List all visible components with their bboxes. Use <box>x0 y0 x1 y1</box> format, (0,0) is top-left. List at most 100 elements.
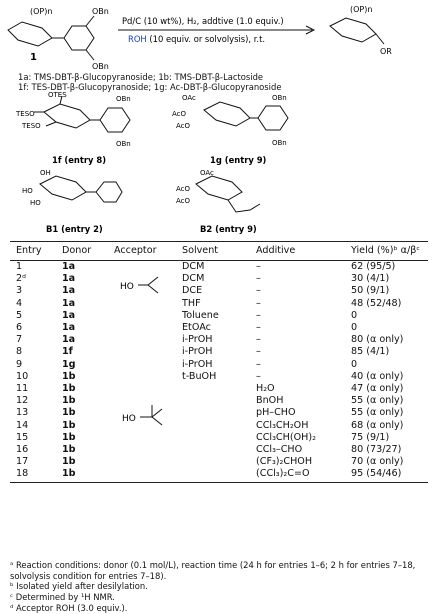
product-or-label: OR <box>380 47 392 56</box>
structure-1g-obn-label-2: OBn <box>272 139 287 147</box>
header-donor: Donor <box>62 241 114 261</box>
cell-donor: 1a <box>62 285 76 297</box>
structure-1g-aco-label: AcO <box>172 110 187 118</box>
cell-additive: CCl₃–CHO <box>256 444 303 456</box>
reactant-label: 1 <box>30 52 37 63</box>
cell-donor: 1b <box>62 395 76 407</box>
cell-solvent: i-PrOH <box>182 334 213 346</box>
structure-1f-obn-label-2: OBn <box>116 140 131 148</box>
acceptor-tert-butanol-structure: HO <box>122 405 163 426</box>
cell-yield: 0 <box>351 309 358 321</box>
cell-additive: – <box>256 322 261 334</box>
cell-entry: 10 <box>16 370 29 382</box>
cell-yield: 80 (α only) <box>351 334 404 346</box>
footnote-c: ᶜ Determined by ¹H NMR. <box>10 592 115 602</box>
cell-acceptor <box>114 444 182 456</box>
reagents-bottom: ROH (10 equiv. or solvolysis), r.t. <box>128 34 265 44</box>
product-op-label: (OP)n <box>350 5 372 14</box>
structure-1g-aco-label-2: AcO <box>176 122 191 130</box>
cell-donor: 1a <box>62 273 76 285</box>
cell-solvent <box>182 420 256 432</box>
cell-entry: 3 <box>16 285 23 297</box>
cell-additive: – <box>256 309 261 321</box>
cell-entry: 12 <box>16 395 29 407</box>
cell-solvent <box>182 456 256 468</box>
cell-additive: – <box>256 297 261 309</box>
cell-yield: 47 (α only) <box>351 383 404 395</box>
cell-donor: 1b <box>62 370 76 382</box>
footnote-a: ᵃ Reaction conditions: donor (0.1 mol/L)… <box>10 560 416 581</box>
cell-acceptor <box>114 310 182 322</box>
cell-acceptor <box>114 322 182 334</box>
cell-donor: 1a <box>62 334 76 346</box>
cell-acceptor <box>114 334 182 346</box>
cell-solvent: DCE <box>182 285 203 297</box>
cell-donor: 1a <box>62 322 76 334</box>
cell-additive: (CF₃)₂CHOH <box>256 456 313 468</box>
cell-yield: 30 (4/1) <box>351 273 390 285</box>
caption-1f: 1f (entry 8) <box>52 155 106 165</box>
cell-entry: 6 <box>16 322 23 334</box>
structure-b1-ho-label-2: HO <box>30 199 41 207</box>
cell-donor: 1b <box>62 431 76 443</box>
product-pyranose-ring <box>329 17 377 43</box>
cell-yield: 68 (α only) <box>351 419 404 431</box>
reaction-scheme: 1 (OP)n OBn OBn Pd/C (10 wt%), H₂, addti… <box>7 5 392 234</box>
cell-solvent: EtOAc <box>182 322 211 334</box>
cell-yield: 85 (4/1) <box>351 346 390 358</box>
cell-entry: 1 <box>16 261 23 272</box>
cell-entry: 7 <box>16 334 23 346</box>
cell-additive: CCl₃CH(OH)₂ <box>256 431 316 443</box>
cell-additive: – <box>256 346 261 358</box>
caption-b2: B2 (entry 9) <box>200 224 257 234</box>
cell-yield: 0 <box>351 322 358 334</box>
cell-donor: 1a <box>62 261 76 272</box>
cell-acceptor <box>114 371 182 383</box>
cell-solvent: i-PrOH <box>182 358 213 370</box>
cell-yield: 48 (52/48) <box>351 297 402 309</box>
reagents-roh-rest: (10 equiv. or solvolysis), r.t. <box>147 34 265 44</box>
cell-entry: 18 <box>10 468 62 483</box>
table-row: 4 1a THF – 48 (52/48) <box>10 298 428 310</box>
cell-acceptor <box>114 383 182 395</box>
cell-donor: 1b <box>62 444 76 456</box>
cell-entry: 4 <box>16 297 23 309</box>
legend-line-2: 1f: TES-DBT-β-Glucopyranoside; 1g: Ac-DB… <box>18 82 282 92</box>
cell-yield: 70 (α only) <box>351 456 404 468</box>
structure-b2-oac-label: OAc <box>200 169 214 177</box>
header-yield: Yield (%)ᵇ α/βᶜ <box>351 241 428 261</box>
reactant-obn-top: OBn <box>92 7 109 16</box>
acceptor-ho-label-1: HO <box>120 282 134 292</box>
cell-yield: 40 (α only) <box>351 370 404 382</box>
header-entry: Entry <box>10 241 62 261</box>
cell-donor: 1b <box>62 419 76 431</box>
structure-b1-oh-label: OH <box>40 169 51 177</box>
cell-donor: 1b <box>62 383 76 395</box>
cell-solvent: THF <box>182 297 201 309</box>
cell-donor: 1b <box>62 468 114 483</box>
cell-acceptor <box>114 468 182 483</box>
cell-solvent: DCM <box>182 261 205 272</box>
caption-1g: 1g (entry 9) <box>210 155 267 165</box>
header-acceptor: Acceptor <box>114 241 182 261</box>
legend-line-1: 1a: TMS-DBT-β-Glucopyranoside; 1b: TMS-D… <box>18 72 264 82</box>
cell-acceptor <box>114 456 182 468</box>
structure-b2-aco-label: AcO <box>176 185 191 193</box>
header-solvent: Solvent <box>182 241 256 261</box>
cell-yield: 50 (9/1) <box>351 285 390 297</box>
reactant-pyranose-ring <box>7 21 53 47</box>
cell-donor: 1a <box>62 297 76 309</box>
cell-donor: 1g <box>62 358 76 370</box>
cell-solvent: Toluene <box>182 309 219 321</box>
cell-solvent <box>182 395 256 407</box>
cell-entry: 15 <box>16 431 29 443</box>
